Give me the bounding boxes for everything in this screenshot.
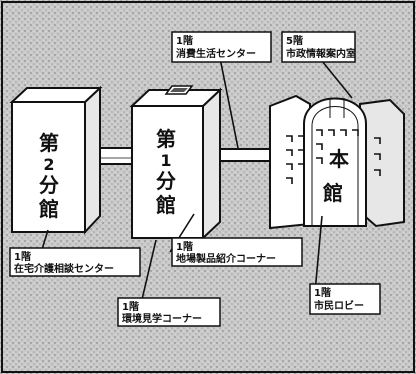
window-marks [286, 129, 381, 184]
city-info-room-floor: 5階 [286, 34, 303, 47]
second-annex-char-3: 分 [39, 173, 59, 197]
second-annex-char-2: 2 [43, 155, 54, 174]
main-hall-char-1: 本 [329, 147, 349, 171]
first-annex-char-4: 館 [156, 193, 176, 217]
label-home-care-center: 1階 在宅介護相談センター [9, 247, 141, 277]
main-hall-char-2: 館 [323, 181, 343, 205]
consumer-center-name: 消費生活センター [176, 47, 256, 60]
label-consumer-center: 1階 消費生活センター [171, 31, 272, 63]
first-annex-char-3: 分 [156, 169, 176, 193]
second-annex-char-4: 館 [39, 197, 59, 221]
first-annex-char-2: 1 [160, 151, 171, 170]
local-products-corner-floor: 1階 [176, 240, 193, 253]
label-citizen-lobby: 1階 市民ロビー [309, 283, 381, 315]
first-annex-char-1: 第 [156, 127, 176, 151]
city-info-room-name: 市政情報案内室 [286, 47, 356, 60]
home-care-center-name: 在宅介護相談センター [14, 262, 114, 275]
home-care-center-floor: 1階 [14, 250, 31, 263]
building-first-annex: 第 1 分 館 [129, 85, 223, 241]
label-local-products-corner: 1階 地場製品紹介コーナー [171, 237, 303, 267]
local-products-corner-name: 地場製品紹介コーナー [176, 252, 276, 265]
citizen-lobby-floor: 1階 [314, 286, 331, 299]
consumer-center-floor: 1階 [176, 34, 193, 47]
second-annex-char-1: 第 [39, 131, 59, 155]
environment-corner-floor: 1階 [122, 300, 139, 313]
environment-corner-name: 環境見学コーナー [122, 312, 202, 325]
building-main-hall: 本 館 [269, 94, 405, 230]
bridge-first-to-main [213, 148, 273, 162]
label-environment-corner: 1階 環境見学コーナー [117, 297, 221, 327]
citizen-lobby-name: 市民ロビー [314, 299, 364, 312]
building-second-annex: 第 2 分 館 [9, 85, 103, 235]
rooftop-structure [164, 85, 194, 95]
label-city-info-room: 5階 市政情報案内室 [281, 31, 356, 63]
